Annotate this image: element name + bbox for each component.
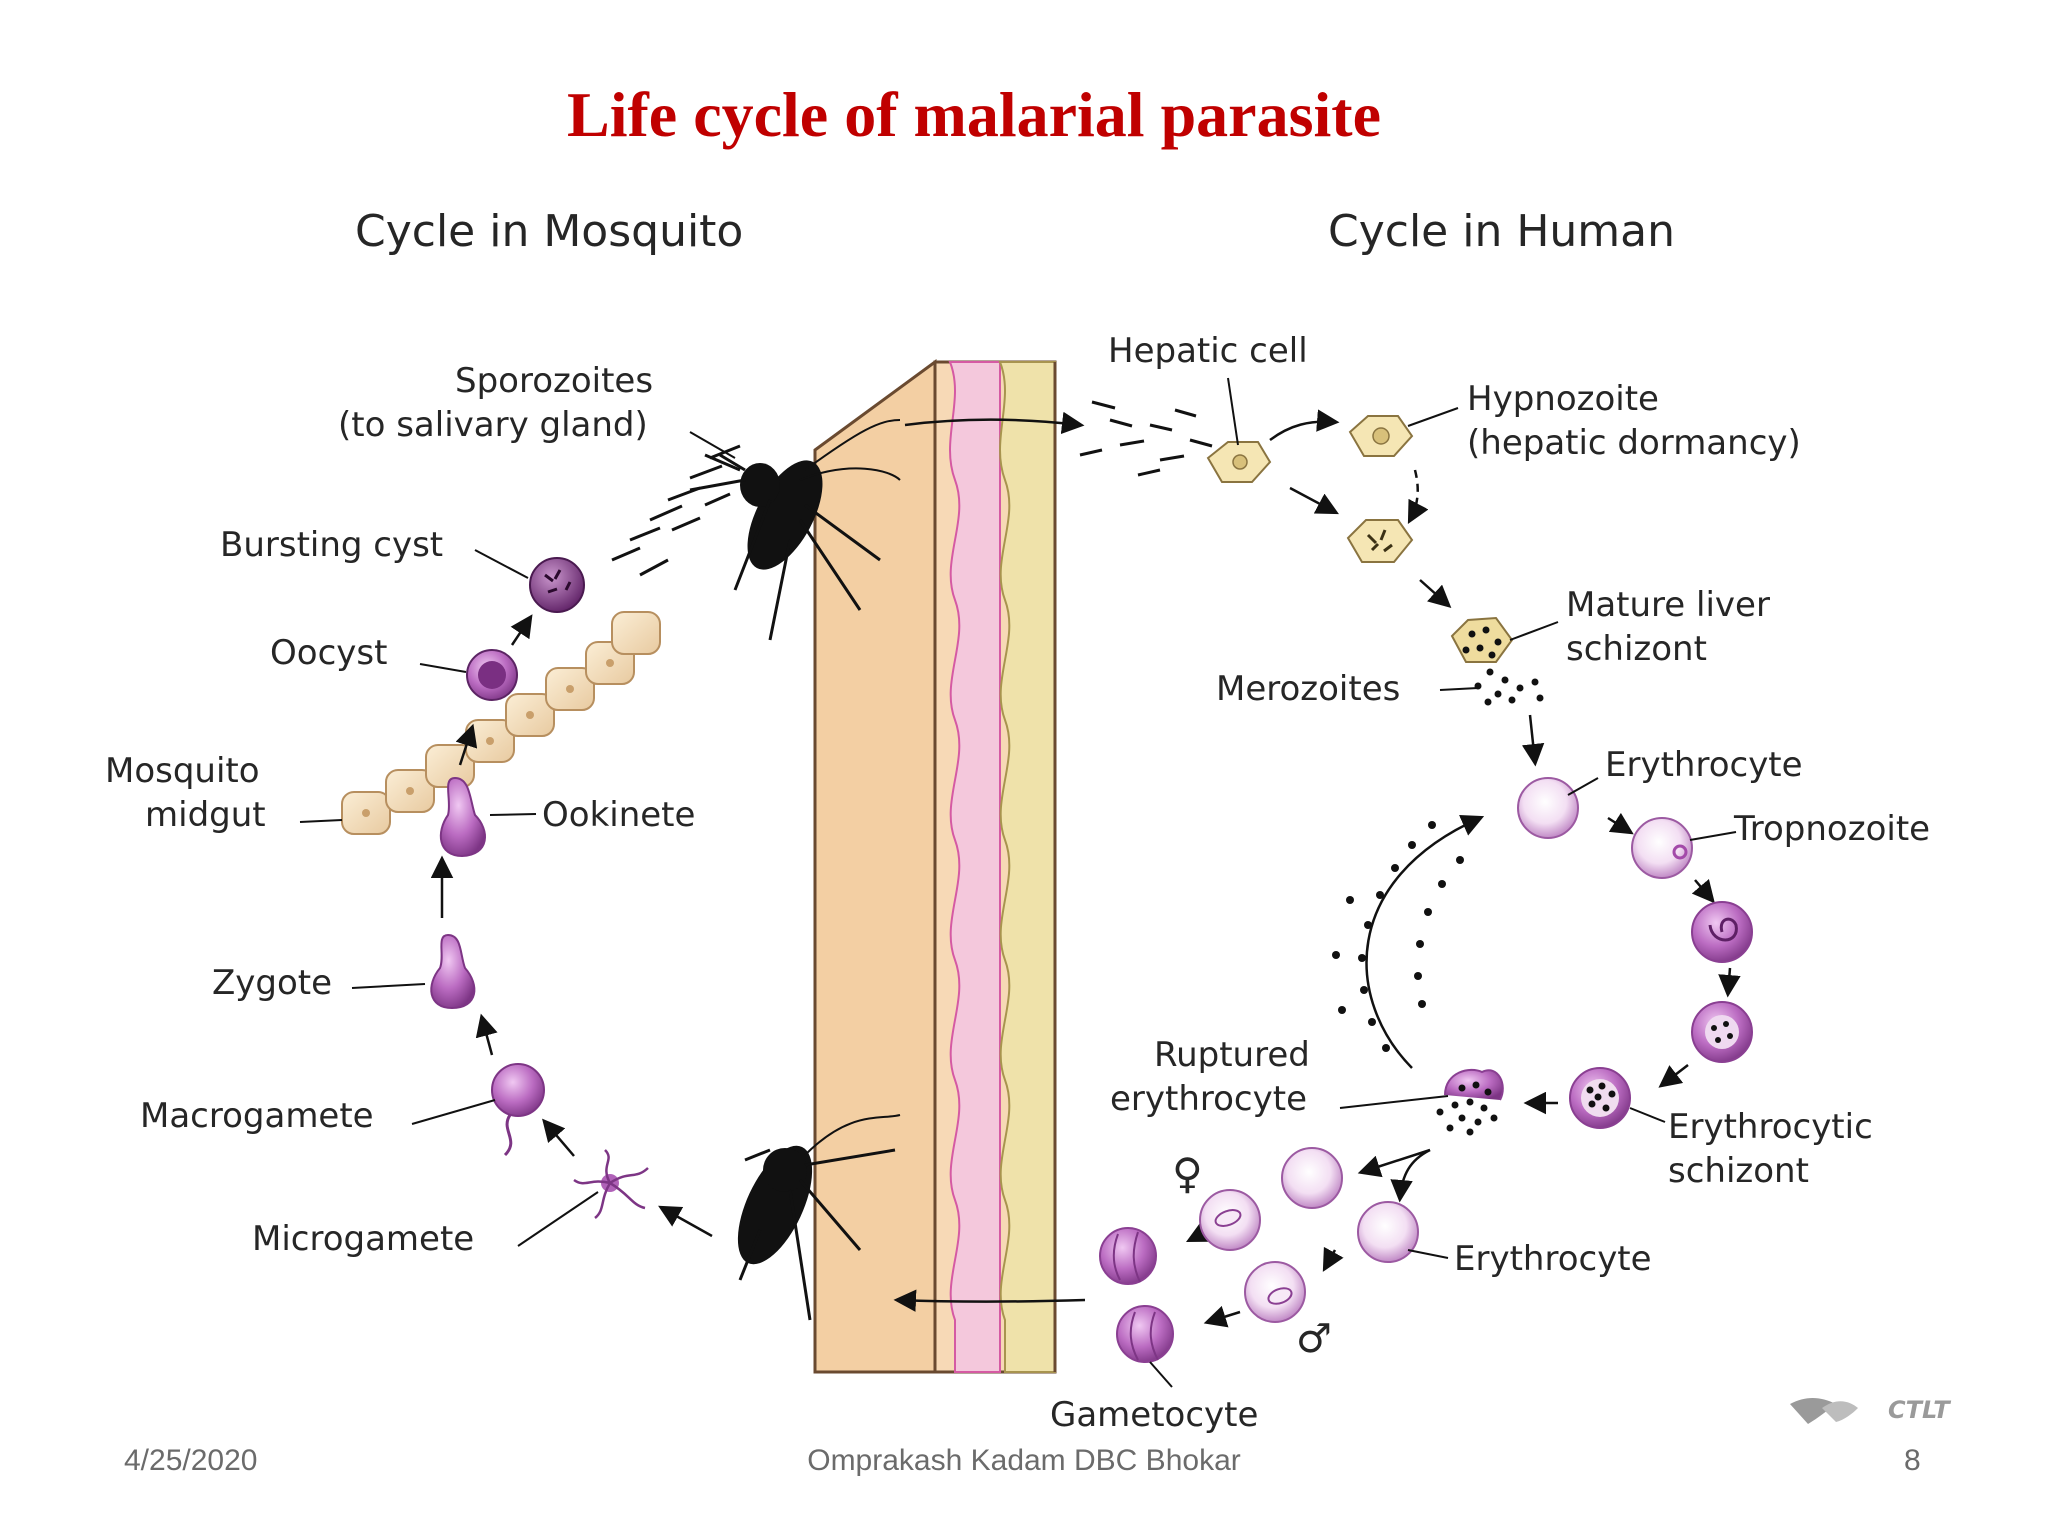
human-cycle-arrows (904, 409, 1741, 1328)
slide-title: Life cycle of malarial parasite (567, 79, 1381, 150)
male-symbol-icon: ♂ (1296, 1316, 1332, 1362)
label-mature-liver: Mature liver (1566, 585, 1770, 625)
label-macrogamete: Macrogamete (140, 1096, 374, 1136)
label-hepatic-dormancy: (hepatic dormancy) (1467, 423, 1801, 463)
label-merozoites: Merozoites (1216, 669, 1400, 709)
ctlt-logo: CTLT (1790, 1396, 1951, 1424)
label-erythrocyte-bottom: Erythrocyte (1454, 1239, 1652, 1279)
female-symbol-icon: ♀ (1172, 1149, 1203, 1198)
released-merozoites (1474, 668, 1544, 706)
label-zygote: Zygote (212, 963, 332, 1003)
erythrocyte-bottom-b-icon (1357, 1201, 1419, 1263)
ctlt-logo-text: CTLT (1888, 1396, 1951, 1424)
label-bursting-cyst: Bursting cyst (220, 525, 443, 565)
leader-lines-right (1149, 377, 1737, 1388)
label-erythrocytic-schizont: schizont (1668, 1151, 1809, 1191)
label-gametocyte: Gametocyte (1050, 1395, 1258, 1435)
mosquito-top-icon (689, 419, 901, 641)
female-gametocyte-icon (1099, 1227, 1157, 1285)
label-erythrocytic: Erythrocytic (1668, 1107, 1873, 1147)
bursting-cyst-icon (529, 557, 585, 613)
microgamete-icon (573, 1149, 649, 1219)
label-hypnozoite: Hypnozoite (1467, 379, 1659, 419)
label-sporozoites: Sporozoites (455, 361, 653, 401)
mature-liver-schizont-icon (1450, 616, 1514, 663)
label-midgut: midgut (145, 795, 266, 835)
erythrocyte-bottom-a-icon (1281, 1147, 1343, 1209)
merozoite-dots (1332, 821, 1464, 1052)
label-to-salivary-gland: (to salivary gland) (338, 405, 648, 445)
label-liver-schizont: schizont (1566, 629, 1707, 669)
sporozoite-dashes-left (611, 444, 741, 577)
sporozoite-dashes-right (1079, 400, 1213, 477)
ookinete-icon (439, 776, 486, 858)
label-ruptured: Ruptured (1154, 1035, 1310, 1075)
trophozoite-icon (1631, 817, 1693, 879)
erythrocyte-icon (1517, 777, 1579, 839)
leader-lines-left (299, 431, 736, 1247)
mosquito-midgut-cells (341, 611, 661, 835)
label-mosquito: Mosquito (105, 751, 260, 791)
label-ookinete: Ookinete (542, 795, 695, 835)
label-microgamete: Microgamete (252, 1219, 474, 1259)
heading-human-cycle: Cycle in Human (1328, 206, 1675, 257)
footer-author: Omprakash Kadam DBC Bhokar (807, 1444, 1241, 1477)
male-gametocyte-icon (1116, 1305, 1174, 1363)
label-tropnozoite: Tropnozoite (1733, 809, 1930, 849)
label-ruptured-erythrocyte: erythrocyte (1110, 1079, 1307, 1119)
footer-page-number: 8 (1904, 1444, 1921, 1477)
label-oocyst: Oocyst (270, 633, 387, 673)
label-erythrocyte-top: Erythrocyte (1605, 745, 1803, 785)
mosquito-bottom-icon (737, 1114, 901, 1321)
skin-cross-section (813, 359, 1057, 1374)
zygote-icon (430, 933, 476, 1010)
mosquito-cycle-arrows (430, 614, 1086, 1312)
heading-mosquito-cycle: Cycle in Mosquito (355, 206, 743, 257)
developing-liver-schizont-icon (1346, 519, 1414, 563)
macrogamete-icon (491, 1063, 545, 1117)
label-hepatic-cell: Hepatic cell (1108, 331, 1308, 371)
footer-date: 4/25/2020 (124, 1444, 258, 1477)
